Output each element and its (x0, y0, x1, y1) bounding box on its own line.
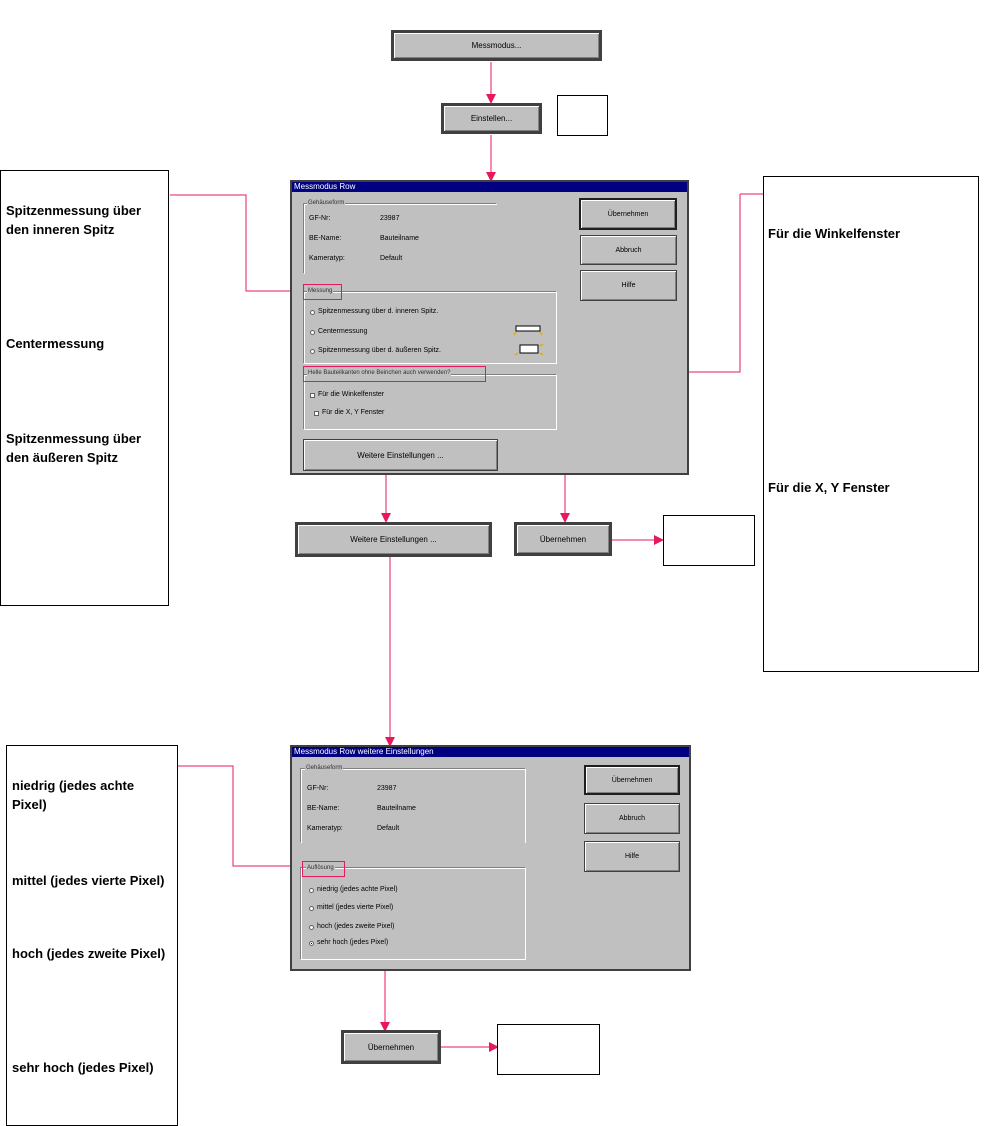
dialog2-aufloesung-group (301, 868, 526, 960)
dialog1-check-xy-fenster-label: Für die X, Y Fenster (322, 409, 385, 416)
dialog1-radio-centermessung-label: Centermessung (318, 328, 368, 335)
dialog2-hilfe-label: Hilfe (624, 853, 639, 860)
dialog1-bename-value: Bauteilname (380, 235, 419, 242)
dialog2-bename-label: BE-Name: (307, 805, 340, 812)
dialog1-gehaeuse-group (304, 204, 497, 274)
result-box-1 (663, 515, 755, 566)
dialog1-radio-centermessung[interactable] (310, 330, 315, 335)
messmodus-button-label: Messmodus... (471, 41, 522, 50)
note-niedrig-1: niedrig (jedes achte (12, 778, 135, 793)
uebernehmen-button-2[interactable]: Übernehmen (341, 1030, 441, 1064)
dialog1-measure-illustration-icon (513, 325, 544, 356)
dialog2-abbruch-label: Abbruch (618, 815, 646, 822)
dialog2-kameratyp-value: Default (377, 825, 400, 832)
dialog1-check-xy-fenster[interactable] (314, 411, 319, 416)
dialog2-title: Messmodus Row weitere Einstellungen (292, 747, 689, 757)
note-niedrig-2: Pixel) (12, 797, 47, 812)
dialog1-messung-group (304, 292, 557, 364)
dialog2-aufloesung-label: Auflösung (306, 865, 335, 871)
dialog2-gehaeuse-group (301, 769, 526, 843)
note-box-helle (763, 176, 979, 672)
dialog1-gfnr-value: 23987 (380, 215, 400, 222)
dialog1-abbruch-button[interactable]: Abbruch (580, 235, 677, 265)
dialog1-radio-spitzen-aussen-label: Spitzenmessung über d. äußeren Spitz. (318, 347, 441, 354)
dialog1-messung-label: Messung (307, 288, 334, 294)
dialog2-radio-hoch-label: hoch (jedes zweite Pixel) (317, 923, 395, 930)
dialog1-check-winkelfenster[interactable] (310, 393, 315, 398)
dialog2-radio-sehr-hoch[interactable] (309, 941, 314, 946)
result-box-2 (497, 1024, 600, 1075)
dialog2-radio-mittel-label: mittel (jedes vierte Pixel) (317, 904, 394, 911)
dialog1-radio-spitzen-innen[interactable] (310, 310, 315, 315)
dialog1-uebernehmen-button[interactable]: Übernehmen (579, 198, 677, 230)
dialog2-abbruch-button[interactable]: Abbruch (584, 803, 680, 834)
dialog2-uebernehmen-button[interactable]: Übernehmen (584, 765, 680, 795)
dialog1-check-winkelfenster-label: Für die Winkelfenster (318, 391, 385, 398)
weitere-einstellungen-button[interactable]: Weitere Einstellungen ... (295, 522, 492, 557)
dialog2-radio-sehr-hoch-label: sehr hoch (jedes Pixel) (317, 939, 389, 946)
einstellen-button-label: Einstellen... (470, 114, 513, 123)
dialog2-radio-niedrig-label: niedrig (jedes achte Pixel) (317, 886, 398, 893)
dialog1-hilfe-label: Hilfe (621, 282, 636, 289)
note-centermessung: Centermessung (6, 336, 105, 351)
dialog1-bename-label: BE-Name: (309, 235, 342, 242)
note-box-messung (0, 170, 169, 606)
messmodus-button[interactable]: Messmodus... (391, 30, 602, 61)
dialog2-hilfe-button[interactable]: Hilfe (584, 841, 680, 872)
connector-messung-note (170, 194, 302, 292)
note-hoch: hoch (jedes zweite Pixel) (12, 946, 166, 961)
uebernehmen-button-1[interactable]: Übernehmen (514, 522, 612, 556)
dialog1-radio-spitzen-aussen[interactable] (310, 349, 315, 354)
dialog1-kameratyp-value: Default (380, 255, 403, 262)
note-sehr-hoch: sehr hoch (jedes Pixel) (12, 1060, 154, 1075)
dialog1-uebernehmen-label: Übernehmen (607, 210, 649, 218)
note-winkelfenster: Für die Winkelfenster (768, 226, 901, 241)
dialog1-helle-highlight (303, 366, 486, 382)
note-spitzen-innen-2: den inneren Spitz (6, 222, 115, 237)
dialog-messmodus-row-weitere: Messmodus Row weitere Einstellungen Gehä… (290, 745, 691, 971)
dialog2-uebernehmen-label: Übernehmen (611, 776, 653, 784)
dialog1-title: Messmodus Row (292, 182, 687, 192)
dialog1-gfnr-label: GF-Nr: (309, 215, 331, 222)
dialog1-helle-group (304, 375, 557, 430)
note-xy-fenster: Für die X, Y Fenster (768, 480, 890, 495)
placeholder-box-einstellen (557, 95, 608, 136)
dialog2-gfnr-label: GF-Nr: (307, 785, 329, 792)
dialog2-kameratyp-label: Kameratyp: (307, 825, 343, 832)
dialog1-gehaeuse-label: Gehäuseform (307, 200, 346, 206)
dialog2-gfnr-value: 23987 (377, 785, 397, 792)
dialog2-radio-niedrig[interactable] (309, 888, 314, 893)
note-spitzen-aussen-2: den äußeren Spitz (6, 450, 118, 465)
connector-aufloesung-note (178, 765, 300, 867)
dialog1-hilfe-button[interactable]: Hilfe (580, 270, 677, 301)
dialog1-radio-spitzen-innen-label: Spitzenmessung über d. inneren Spitz. (318, 308, 439, 315)
dialog2-radio-hoch[interactable] (309, 925, 314, 930)
uebernehmen-button-2-label: Übernehmen (367, 1042, 415, 1052)
note-spitzen-innen-1: Spitzenmessung über (6, 203, 142, 218)
dialog1-helle-label: Helle Bauteilkanten ohne Beinchen auch v… (307, 370, 452, 376)
dialog1-weitere-button[interactable]: Weitere Einstellungen ... (303, 439, 498, 471)
note-mittel: mittel (jedes vierte Pixel) (12, 873, 165, 888)
dialog1-weitere-button-label: Weitere Einstellungen ... (357, 450, 444, 460)
dialog-messmodus-row: Messmodus Row Gehäuseform GF-Nr: 23987 B… (290, 180, 689, 475)
dialog1-kameratyp-label: Kameratyp: (309, 255, 345, 262)
dialog2-bename-value: Bauteilname (377, 805, 416, 812)
dialog2-radio-mittel[interactable] (309, 906, 314, 911)
dialog1-messung-highlight (303, 284, 342, 300)
note-spitzen-aussen-1: Spitzenmessung über (6, 431, 142, 446)
weitere-einstellungen-label: Weitere Einstellungen ... (350, 535, 437, 544)
note-box-aufloesung (6, 745, 178, 1126)
dialog2-gehaeuse-label: Gehäuseform (305, 765, 344, 771)
uebernehmen-button-1-label: Übernehmen (539, 534, 587, 544)
dialog1-abbruch-label: Abbruch (615, 246, 642, 254)
einstellen-button[interactable]: Einstellen... (441, 103, 542, 134)
dialog2-aufloesung-highlight (302, 861, 345, 877)
